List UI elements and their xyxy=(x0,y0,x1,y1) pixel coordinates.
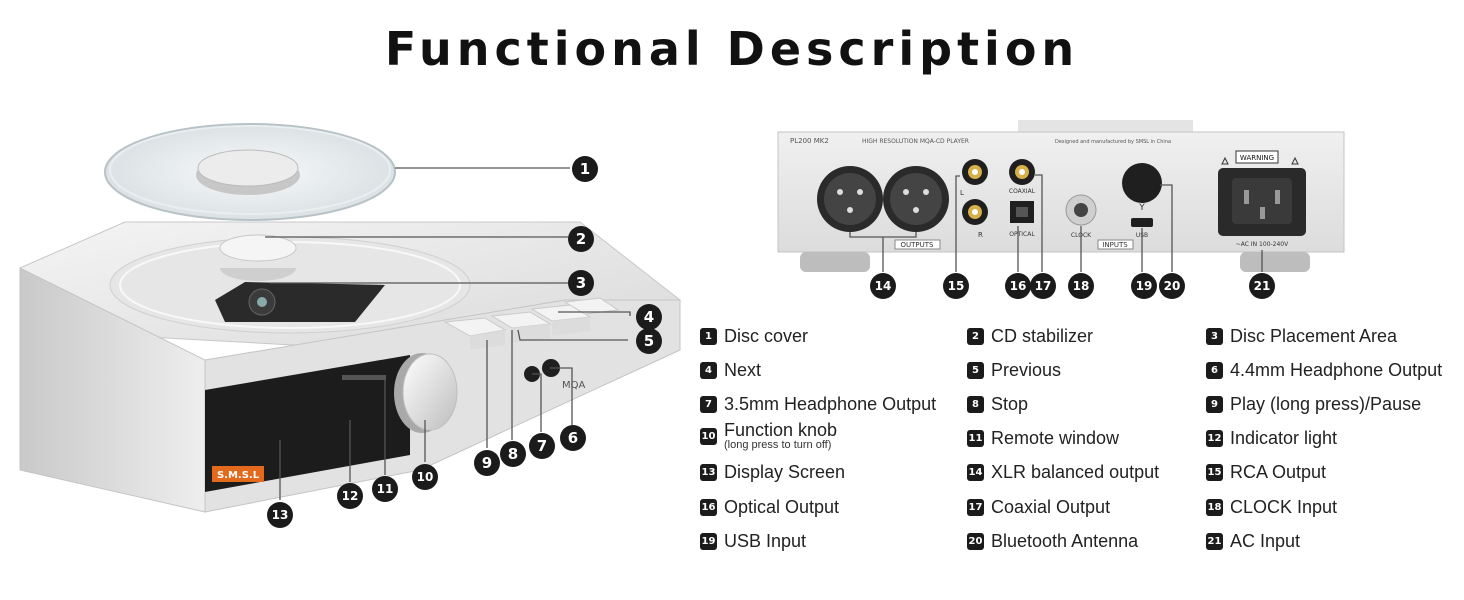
callout-2: 2 xyxy=(568,226,594,252)
callout-19: 19 xyxy=(1131,273,1157,299)
callout-13: 13 xyxy=(267,502,293,528)
svg-text:INPUTS: INPUTS xyxy=(1102,241,1128,249)
display-screen-panel xyxy=(205,355,410,492)
brand-text: S.M.S.L xyxy=(217,470,260,481)
brand-badge xyxy=(212,466,264,482)
callout-17: 17 xyxy=(1030,273,1056,299)
callout-1: 1 xyxy=(572,156,598,182)
disc-cover xyxy=(104,123,396,221)
function-knob xyxy=(394,353,458,433)
callout-5: 5 xyxy=(636,328,662,354)
remote-window xyxy=(342,375,386,380)
back-device-illustration: PL200 MK2 HIGH RESOLUTION MQA-CD PLAYER … xyxy=(777,120,1345,272)
svg-text:Designed and manufactured by S: Designed and manufactured by SMSL in Chi… xyxy=(1055,139,1171,145)
svg-text:Y: Y xyxy=(1138,203,1145,213)
svg-text:~AC IN 100-240V: ~AC IN 100-240V xyxy=(1236,241,1289,248)
callout-11: 11 xyxy=(372,476,398,502)
svg-text:L: L xyxy=(960,189,964,197)
page-title: Functional Description xyxy=(384,22,1080,76)
callout-12: 12 xyxy=(337,483,363,509)
callout-3: 3 xyxy=(568,270,594,296)
cd-stabilizer xyxy=(219,234,297,281)
callout-14: 14 xyxy=(870,273,896,299)
callout-16: 16 xyxy=(1005,273,1031,299)
mqa-logo-text: MQA xyxy=(562,380,585,391)
callout-15: 15 xyxy=(943,273,969,299)
svg-text:R: R xyxy=(978,231,983,239)
callout-7: 7 xyxy=(529,433,555,459)
svg-text:PL200 MK2: PL200 MK2 xyxy=(790,137,829,145)
callout-21: 21 xyxy=(1249,273,1275,299)
callout-9: 9 xyxy=(474,450,500,476)
disc-placement-area xyxy=(215,282,385,322)
callout-20: 20 xyxy=(1159,273,1185,299)
callout-6: 6 xyxy=(560,425,586,451)
callout-18: 18 xyxy=(1068,273,1094,299)
svg-text:OPTICAL: OPTICAL xyxy=(1009,231,1035,238)
callout-8: 8 xyxy=(500,441,526,467)
callout-10: 10 xyxy=(412,464,438,490)
svg-text:OUTPUTS: OUTPUTS xyxy=(901,241,935,249)
callout-4: 4 xyxy=(636,304,662,330)
svg-text:COAXIAL: COAXIAL xyxy=(1009,188,1036,195)
svg-text:WARNING: WARNING xyxy=(1240,154,1274,162)
svg-text:HIGH RESOLUTION MQA-CD PLAYER: HIGH RESOLUTION MQA-CD PLAYER xyxy=(862,138,969,145)
